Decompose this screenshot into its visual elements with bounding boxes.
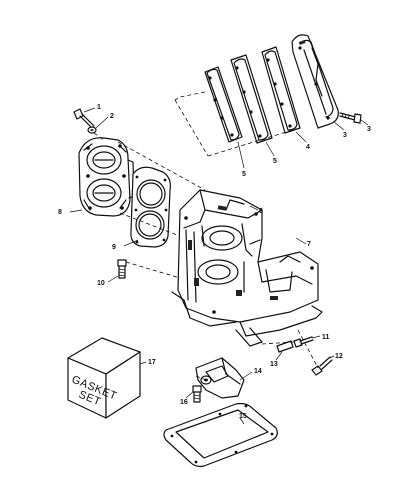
exhaust-alignment-line-top xyxy=(174,91,206,101)
cover-screw-alignment-line xyxy=(297,329,319,369)
callout-7: 12 xyxy=(335,353,343,360)
exhaust-gasket-right xyxy=(261,46,301,134)
block-bolt xyxy=(117,259,127,279)
callout-3-right: 4 xyxy=(306,144,310,151)
callout-15: 1 xyxy=(97,104,101,111)
small-screw xyxy=(293,336,314,348)
callout-8: 13 xyxy=(270,361,278,368)
base-gasket xyxy=(163,402,278,468)
callout-5-lower: 7 xyxy=(307,241,311,248)
callout-10: 15 xyxy=(239,413,247,420)
callout-2: 3 xyxy=(367,126,371,133)
exhaust-cover xyxy=(291,34,339,129)
water-cover-bolt xyxy=(192,385,202,403)
exhaust-bolt xyxy=(339,112,362,124)
gasket-set-box: GASKET SET xyxy=(67,337,141,419)
water-cover-alignment-line xyxy=(195,375,207,381)
cylinder-head xyxy=(78,137,135,217)
cover-screw xyxy=(311,356,333,376)
callout-13: 9 xyxy=(112,244,116,251)
exhaust-cover-stack xyxy=(204,34,362,144)
head-washer xyxy=(87,126,97,134)
exhaust-alignment-line-bottom xyxy=(207,128,297,157)
callout-17: 17 xyxy=(148,359,156,366)
head-to-block-line-top xyxy=(117,141,206,191)
callout-1: 3 xyxy=(343,132,347,139)
cylinder-block xyxy=(171,189,323,347)
callout-12: 10 xyxy=(97,280,105,287)
head-to-block-line-bottom xyxy=(119,212,191,241)
exhaust-gasket-left xyxy=(204,66,243,143)
head-bolt xyxy=(73,108,95,129)
block-bolt-alignment-line xyxy=(125,261,181,279)
callout-6: 11 xyxy=(322,334,330,341)
water-cover xyxy=(195,357,245,399)
callout-9: 14 xyxy=(254,368,262,375)
callout-11: 16 xyxy=(180,399,188,406)
head-alignment-line xyxy=(93,132,105,141)
callout-4: 5 xyxy=(273,158,277,165)
callouts: 1 2 3 3 4 5 5 6 7 8 9 10 11 xyxy=(58,104,371,425)
exhaust-alignment-line-left xyxy=(174,99,209,157)
screw-alignment-line xyxy=(261,341,295,345)
callout-5-upper: 6 xyxy=(259,208,263,215)
callout-16: 2 xyxy=(110,113,114,120)
callout-14: 8 xyxy=(58,209,62,216)
head-gasket xyxy=(130,166,171,248)
callout-3-left: 5 xyxy=(242,171,246,178)
